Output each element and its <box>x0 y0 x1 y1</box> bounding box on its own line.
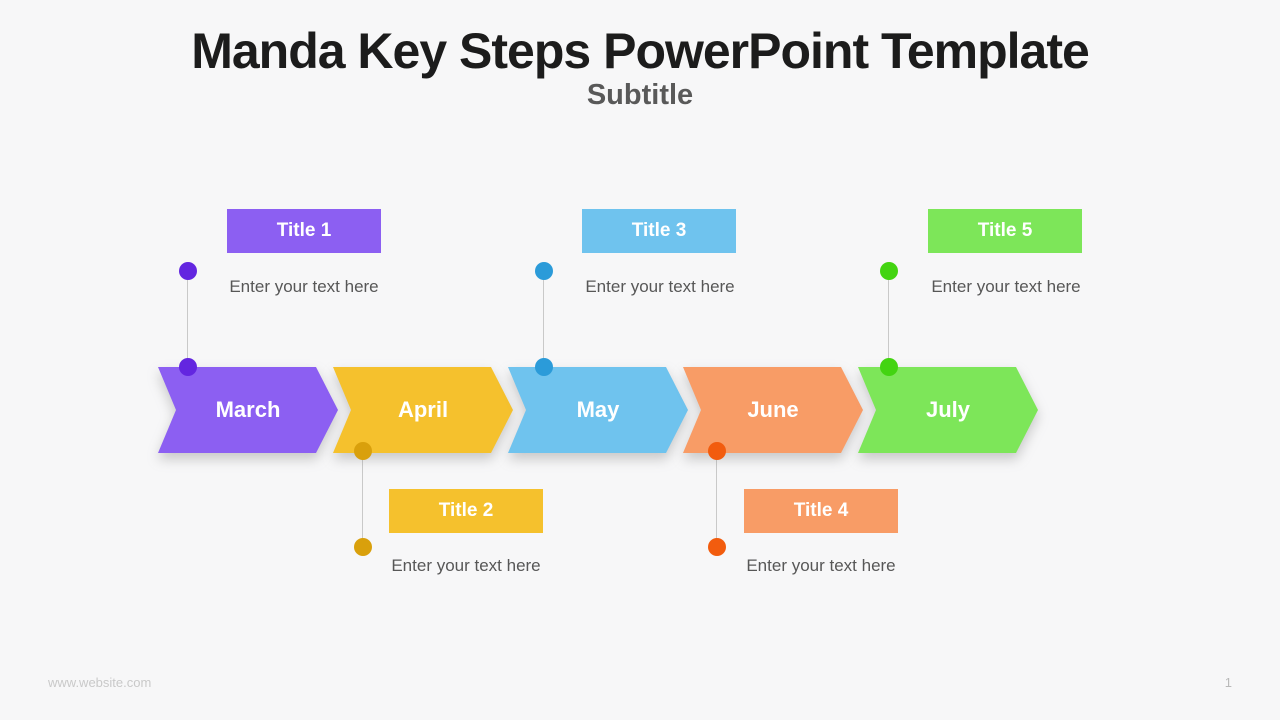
placeholder-text-1: Enter your text here <box>229 277 379 296</box>
title-box-5: Title 5 <box>928 209 1082 253</box>
connector-dot-on-arrow-2 <box>354 442 372 460</box>
timeline-chevron-april: April <box>333 367 513 453</box>
connector-dot-on-arrow-5 <box>880 358 898 376</box>
title-box-1-label: Title 1 <box>276 220 332 241</box>
chevron-shape-june: June <box>683 367 863 453</box>
title-box-3-label: Title 3 <box>631 220 687 241</box>
connector-line-4 <box>716 451 717 547</box>
connector-line-2 <box>362 451 363 547</box>
chevron-shape-may: May <box>508 367 688 453</box>
connector-dot-on-arrow-1 <box>179 358 197 376</box>
connector-dot-upper-3 <box>535 262 553 280</box>
chevron-shape-march: March <box>158 367 338 453</box>
connector-dot-lower-2 <box>354 538 372 556</box>
timeline-chevron-june: June <box>683 367 863 453</box>
connector-line-3 <box>543 271 544 367</box>
title-box-1: Title 1 <box>227 209 381 253</box>
connector-dot-on-arrow-4 <box>708 442 726 460</box>
month-label-july: July <box>925 397 971 422</box>
timeline-chevron-may: May <box>508 367 688 453</box>
month-label-march: March <box>215 397 281 422</box>
timeline-chevron-july: July <box>858 367 1038 453</box>
timeline-chevron-march: March <box>158 367 338 453</box>
footer-website: www.website.com <box>48 675 152 690</box>
connector-dot-on-arrow-3 <box>535 358 553 376</box>
page-number: 1 <box>1224 675 1232 690</box>
chevron-shape-july: July <box>858 367 1038 453</box>
placeholder-text-2: Enter your text here <box>391 556 541 575</box>
title-box-5-label: Title 5 <box>977 220 1033 241</box>
connector-line-1 <box>187 271 188 367</box>
title-box-2-label: Title 2 <box>438 500 494 521</box>
title-box-4-label: Title 4 <box>793 500 849 521</box>
slide-title: Manda Key Steps PowerPoint Template <box>191 23 1090 79</box>
title-box-4: Title 4 <box>744 489 898 533</box>
month-label-june: June <box>747 397 799 422</box>
connector-dot-upper-5 <box>880 262 898 280</box>
chevron-shape-april: April <box>333 367 513 453</box>
placeholder-text-4: Enter your text here <box>746 556 896 575</box>
slide-subtitle: Subtitle <box>586 79 694 111</box>
placeholder-text-5: Enter your text here <box>931 277 1081 296</box>
placeholder-text-3: Enter your text here <box>585 277 735 296</box>
title-box-2: Title 2 <box>389 489 543 533</box>
title-box-3: Title 3 <box>582 209 736 253</box>
month-label-may: May <box>576 397 620 422</box>
connector-dot-upper-1 <box>179 262 197 280</box>
connector-dot-lower-4 <box>708 538 726 556</box>
month-label-april: April <box>397 397 449 422</box>
connector-line-5 <box>888 271 889 367</box>
